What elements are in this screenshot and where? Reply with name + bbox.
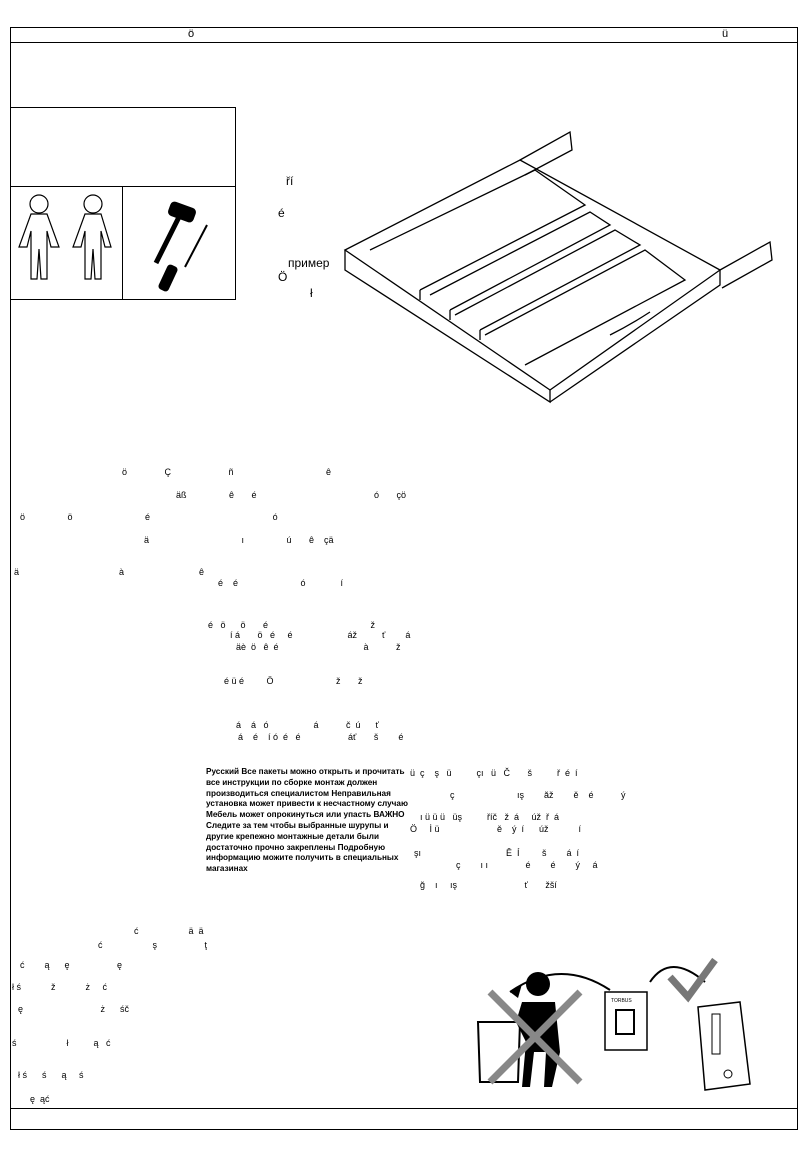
side-label-4: Ö [278,270,288,284]
page-frame [10,27,798,1130]
document-icon [604,991,648,1051]
recycle-arrow-icon [509,973,611,993]
tools-box [122,186,236,300]
side-label-3: пример [288,256,330,270]
folder-binder-icon [697,1001,751,1091]
russian-note: Русский Все пакеты можно открыть и прочи… [206,767,408,874]
svg-text:TORBUS: TORBUS [611,998,632,1004]
recycle-graphic: TORBUS [476,957,751,1091]
checkmark-icon [667,957,718,1003]
header-right-mark: ü [722,28,729,40]
side-label-2: é [278,206,285,220]
header-divider [10,42,798,43]
screwdriver-icon [184,224,208,268]
persons-box [10,186,123,300]
side-label-1: ří [286,174,294,188]
header-left-mark: ö [188,28,195,40]
footer-divider [10,1108,798,1109]
no-litter-icon [476,972,583,1087]
info-box-top [10,107,236,187]
side-label-5: ł [310,286,313,300]
hammer-icon [153,201,208,292]
drawer-illustration [343,130,773,404]
two-persons-icon [18,194,112,280]
